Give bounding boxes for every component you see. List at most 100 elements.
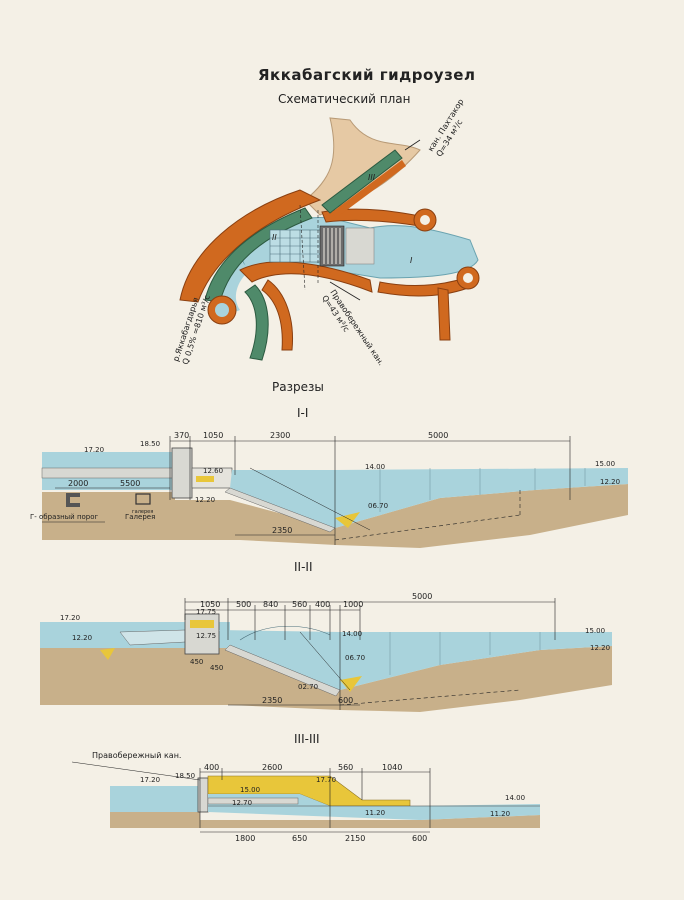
section-1-dim: 5500 <box>120 479 140 488</box>
section-2-level: 06.70 <box>345 654 365 662</box>
section-2-dim-small: 450 <box>210 664 223 672</box>
section-2-level: 15.00 <box>585 627 605 635</box>
section-1-dim-ticks <box>169 436 571 545</box>
section-2-dim: 5000 <box>412 592 432 601</box>
section-1-dim: 2350 <box>272 526 292 535</box>
section-2-dim-ticks <box>184 598 556 710</box>
section-3-dim: 1800 <box>235 834 255 843</box>
section-3-label: III-III <box>294 732 320 746</box>
section-3-dim: 560 <box>338 763 353 772</box>
section-3-level: 12.70 <box>232 799 252 807</box>
plan-zone-label: II <box>272 233 277 242</box>
section-1-gallery-symbol <box>135 493 151 505</box>
section-1-diag <box>249 467 371 531</box>
section-2-dim-small: 450 <box>190 658 203 666</box>
section-1-level: 06.70 <box>368 502 388 510</box>
section-2-dim: 600 <box>338 696 353 705</box>
section-2-dim: 2350 <box>262 696 282 705</box>
section-2-dim: 1050 <box>200 600 220 609</box>
section-1-sill-mark <box>196 476 214 482</box>
section-2-riprap-left <box>100 648 115 660</box>
section-1-slope <box>224 487 336 533</box>
section-2-verticals <box>389 632 541 675</box>
section-1-caption: Галерея <box>125 513 155 521</box>
plan-embankment-lower-orange <box>261 279 294 351</box>
section-1-caption: Г- образный порог <box>30 513 99 521</box>
section-1-dim: 370 <box>174 431 189 440</box>
section-3-dim: 1040 <box>382 763 402 772</box>
section-3-dim: 2150 <box>345 834 365 843</box>
section-2-curve <box>239 625 331 641</box>
section-3-dim: 2600 <box>262 763 282 772</box>
section-3-level: 11.20 <box>490 810 510 818</box>
plan-head-right-bottom-inner <box>463 273 473 283</box>
plan-head-left-inner <box>215 303 229 317</box>
section-1-level: 12.20 <box>195 496 215 504</box>
section-3-level: 15.00 <box>240 786 260 794</box>
section-3-pier <box>197 777 209 813</box>
section-3-dim: 650 <box>292 834 307 843</box>
sections-heading: Разрезы <box>272 380 324 394</box>
section-2-level: 02.70 <box>298 683 318 691</box>
plan-zone-label: III <box>368 173 376 182</box>
plan-head-right-top-inner <box>420 215 430 225</box>
section-2-dim: 1000 <box>343 600 363 609</box>
section-1-level: 12.60 <box>203 467 223 475</box>
section-3-dim-ticks <box>199 768 431 828</box>
section-2-level: 12.20 <box>590 644 610 652</box>
section-1-label: I-I <box>297 406 309 420</box>
section-3-culvert <box>207 797 299 805</box>
section-2-dim: 500 <box>236 600 251 609</box>
section-1-riprap <box>335 512 360 528</box>
section-1-level: 18.50 <box>140 440 160 448</box>
plan-zone-label: I <box>410 256 413 265</box>
section-2-level: 12.20 <box>72 634 92 642</box>
section-3-level: 17.20 <box>140 776 160 784</box>
section-2-level: 14.00 <box>342 630 362 638</box>
plan-embankment-left-inner <box>204 207 313 303</box>
section-2-dim: 560 <box>292 600 307 609</box>
section-1-dim: 2000 <box>68 479 88 488</box>
section-1-soil <box>42 484 628 548</box>
plan-canal-pakhtakor-bank <box>332 160 406 218</box>
section-2-level: 12.75 <box>196 632 216 640</box>
section-3-caption: Правобережный кан. <box>92 751 181 760</box>
section-1-level: 15.00 <box>595 460 615 468</box>
section-2-riprap <box>340 676 362 692</box>
section-1-downstream-water <box>230 468 628 528</box>
plan-apron <box>345 227 375 265</box>
plan-arrow-right-canal <box>329 281 361 301</box>
section-3-caption-line <box>71 761 201 781</box>
page-title: Яккабагский гидроузел <box>258 66 476 84</box>
section-3-level: 18.50 <box>175 772 195 780</box>
section-1-dim: 5000 <box>428 431 448 440</box>
section-1-level: 12.20 <box>600 478 620 486</box>
plan-embankment-lower-green <box>244 284 269 361</box>
plan-arrow-pakhtakor <box>404 139 421 151</box>
section-1-dashed <box>334 514 521 541</box>
section-1-level: 17.20 <box>84 446 104 454</box>
section-2-label: II-II <box>294 560 313 574</box>
section-3-soil <box>110 812 540 828</box>
plan-section-line-1 <box>299 204 306 291</box>
section-2-level: 17.20 <box>60 614 80 622</box>
section-2-gate <box>190 620 214 628</box>
section-1-dim: 1050 <box>203 431 223 440</box>
section-3-level: 14.00 <box>505 794 525 802</box>
section-2-level: 17.75 <box>196 608 216 616</box>
section-2-soil <box>40 635 612 712</box>
plan-sluice-bays <box>323 228 341 264</box>
section-2-dim: 400 <box>315 600 330 609</box>
section-1-small-label: галерея <box>132 509 153 515</box>
section-1-level: 14.00 <box>365 463 385 471</box>
plan-right-canal-bank <box>437 287 451 341</box>
section-1-l-sill-symbol <box>66 493 80 507</box>
plan-embankment-left-outer <box>179 189 322 303</box>
plan-canal-pakhtakor <box>321 149 403 214</box>
section-1-dim: 2300 <box>270 431 290 440</box>
